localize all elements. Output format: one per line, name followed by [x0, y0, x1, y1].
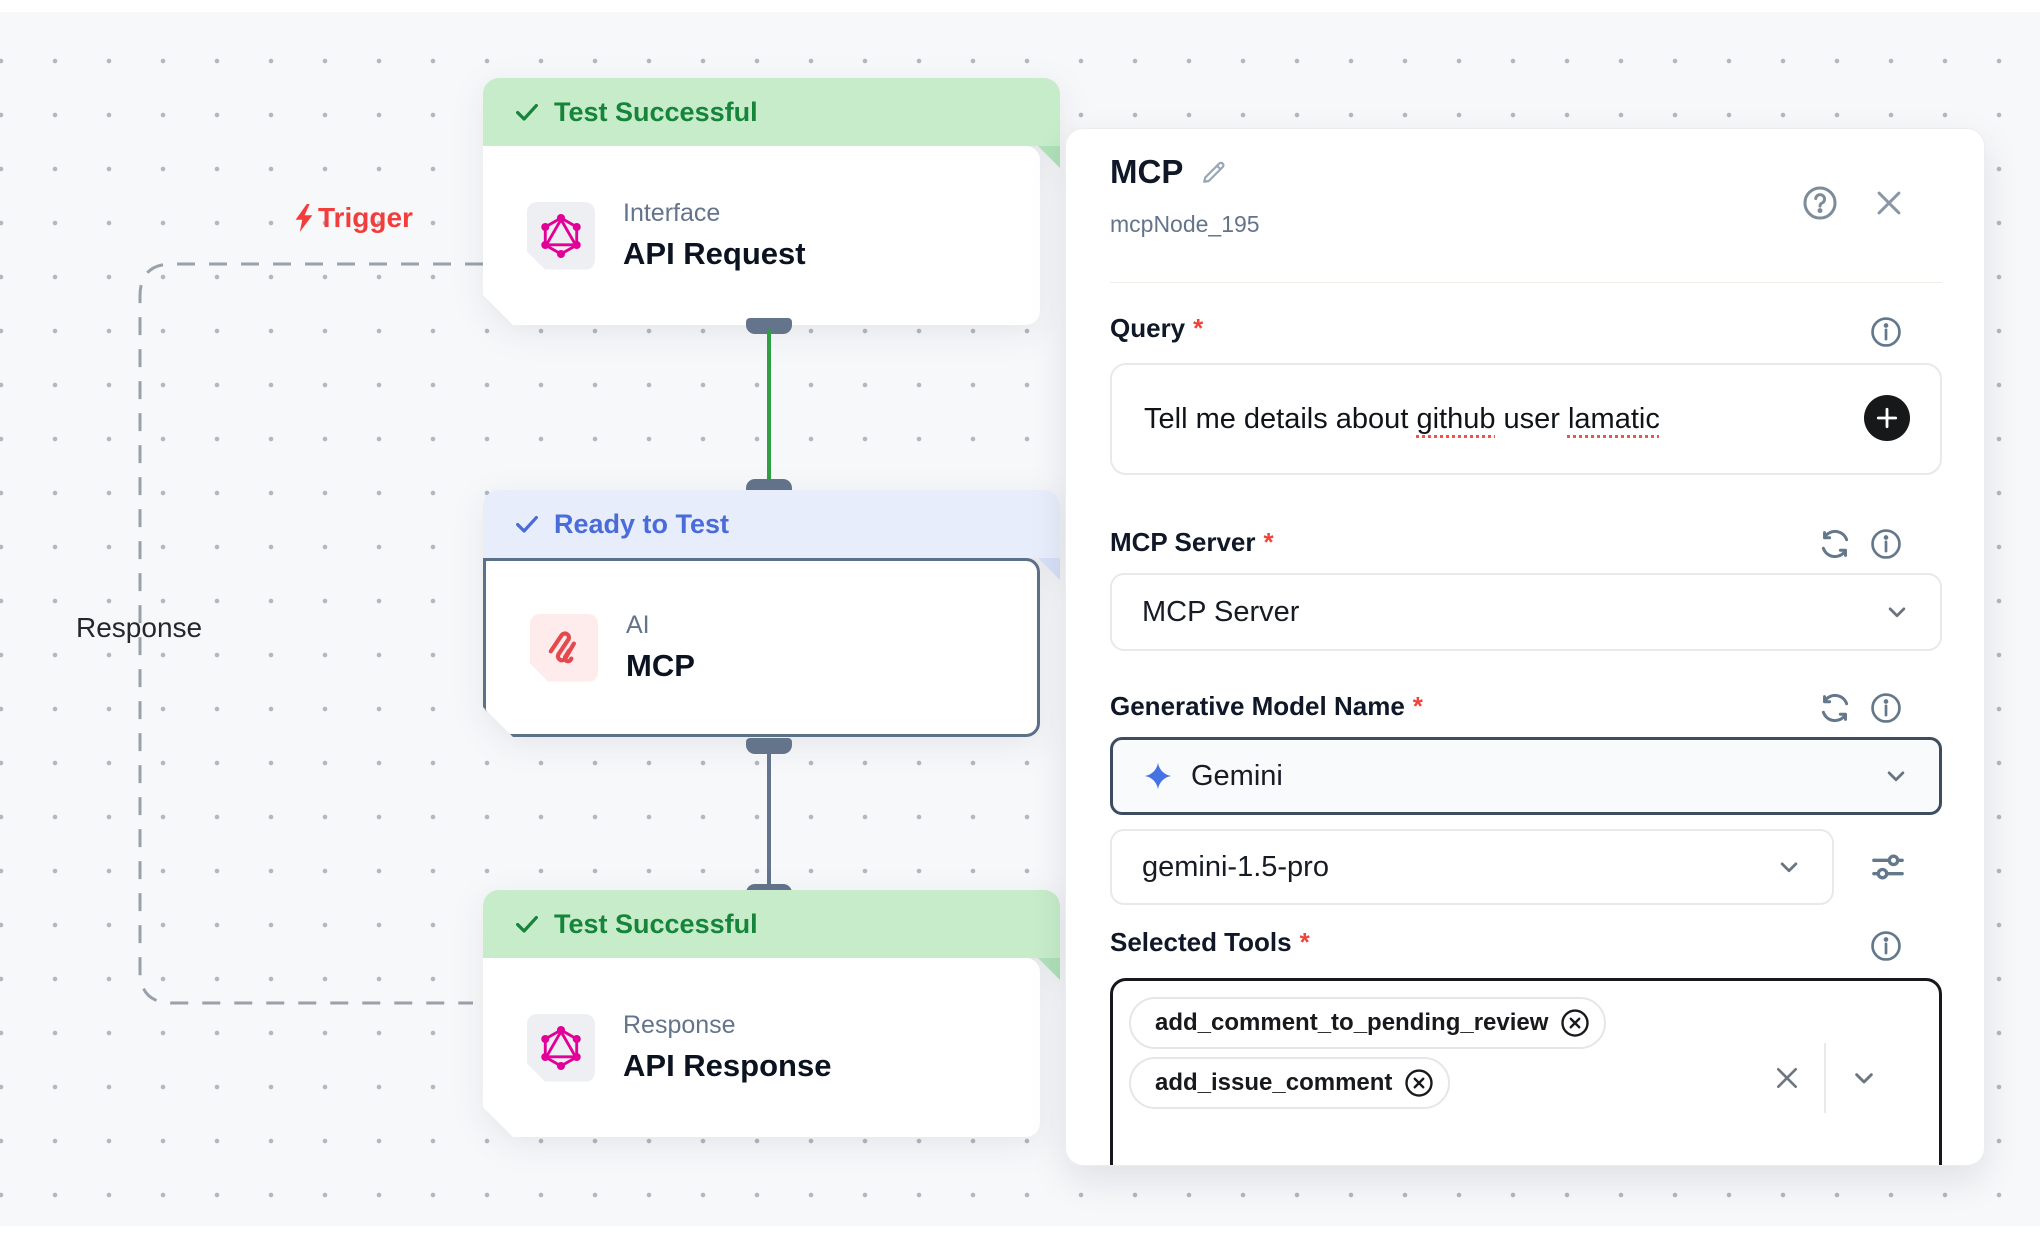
graphql-icon — [527, 1014, 595, 1082]
selected-tools-multiselect[interactable]: add_comment_to_pending_review add_issue_c… — [1110, 978, 1942, 1165]
banner-fold — [1038, 558, 1060, 580]
node-category: Response — [623, 1011, 736, 1039]
query-text-segment: Tell me details about — [1144, 402, 1417, 435]
chevron-down-icon — [1887, 771, 1905, 782]
node-status-banner: Test Successful — [483, 78, 1060, 168]
edge-request-to-mcp — [767, 330, 771, 482]
check-icon — [516, 515, 538, 533]
panel-node-id: mcpNode_195 — [1110, 211, 1260, 237]
gemini-star-icon — [1144, 762, 1172, 790]
selected-tools-label: Selected Tools* — [1110, 927, 1310, 957]
remove-tool-icon[interactable] — [1404, 1068, 1434, 1098]
mcp-server-label: MCP Server* — [1110, 527, 1274, 557]
node-mcp[interactable]: Ready to Test AI MCP — [483, 490, 1060, 737]
model-provider-select[interactable]: Gemini — [1110, 737, 1942, 815]
edit-pencil-icon[interactable] — [1199, 157, 1229, 187]
tool-chip[interactable]: add_issue_comment — [1129, 1057, 1451, 1109]
mcp-server-select[interactable]: MCP Server — [1110, 573, 1942, 651]
node-card[interactable]: Interface API Request — [483, 146, 1040, 325]
generative-model-label: Generative Model Name* — [1110, 691, 1423, 721]
source-handle[interactable] — [746, 318, 792, 334]
refresh-icon[interactable] — [1818, 691, 1852, 725]
info-icon[interactable] — [1869, 691, 1903, 725]
node-category: Interface — [623, 199, 721, 227]
tool-chip-label: add_comment_to_pending_review — [1155, 1009, 1549, 1036]
tool-chips: add_comment_to_pending_review add_issue_c… — [1129, 997, 1939, 1109]
clear-tools-icon[interactable] — [1771, 1062, 1803, 1094]
remove-tool-icon[interactable] — [1560, 1008, 1590, 1038]
canvas-top-edge — [0, 0, 2040, 12]
node-category: AI — [626, 611, 650, 639]
info-icon[interactable] — [1869, 929, 1903, 963]
node-card[interactable]: Response API Response — [483, 958, 1040, 1137]
query-input[interactable]: Tell me details about github user lamati… — [1110, 363, 1942, 475]
help-icon[interactable] — [1801, 184, 1839, 222]
close-icon[interactable] — [1872, 186, 1906, 220]
mcp-config-panel: MCP mcpNode_195 Query* — [1065, 128, 1985, 1166]
source-handle[interactable] — [746, 738, 792, 754]
tools-divider — [1824, 1043, 1826, 1113]
tools-chevron-down-icon[interactable] — [1848, 1062, 1880, 1094]
mcp-icon — [530, 614, 598, 682]
node-title: API Request — [623, 236, 806, 271]
info-icon[interactable] — [1869, 315, 1903, 349]
edge-mcp-to-response — [767, 748, 771, 886]
model-settings-sliders-icon[interactable] — [1868, 847, 1908, 887]
check-icon — [516, 915, 538, 933]
add-variable-button[interactable] — [1864, 395, 1910, 441]
tool-chip[interactable]: add_comment_to_pending_review — [1129, 997, 1607, 1049]
node-card[interactable]: AI MCP — [483, 558, 1040, 737]
chevron-down-icon — [1888, 607, 1906, 618]
chevron-down-icon — [1780, 862, 1798, 873]
misspelled-word: github — [1416, 402, 1496, 435]
node-status-banner: Ready to Test — [483, 490, 1060, 580]
node-status-banner: Test Successful — [483, 890, 1060, 980]
model-name-select[interactable]: gemini-1.5-pro — [1110, 829, 1834, 905]
misspelled-word: lamatic — [1567, 402, 1660, 435]
query-label: Query* — [1110, 313, 1204, 343]
panel-title: MCP — [1110, 153, 1229, 191]
banner-fold — [1038, 958, 1060, 980]
banner-fold — [1038, 146, 1060, 168]
refresh-icon[interactable] — [1818, 527, 1852, 561]
info-icon[interactable] — [1869, 527, 1903, 561]
node-api-response[interactable]: Test Successful Response — [483, 890, 1060, 1137]
tool-chip-label: add_issue_comment — [1155, 1069, 1393, 1096]
response-edge-label: Response — [76, 612, 203, 643]
trigger-label: Trigger — [292, 202, 413, 234]
node-api-request[interactable]: Test Successful Interface — [483, 78, 1060, 325]
header-divider — [1110, 282, 1942, 283]
canvas-bottom-edge — [0, 1226, 2040, 1236]
query-value: Tell me details about github user lamati… — [1144, 403, 1660, 436]
query-text-segment: user — [1495, 402, 1568, 435]
check-icon — [516, 103, 538, 121]
node-title: MCP — [626, 648, 695, 683]
lightning-icon — [295, 204, 313, 232]
node-title: API Response — [623, 1048, 832, 1083]
graphql-icon — [527, 202, 595, 270]
